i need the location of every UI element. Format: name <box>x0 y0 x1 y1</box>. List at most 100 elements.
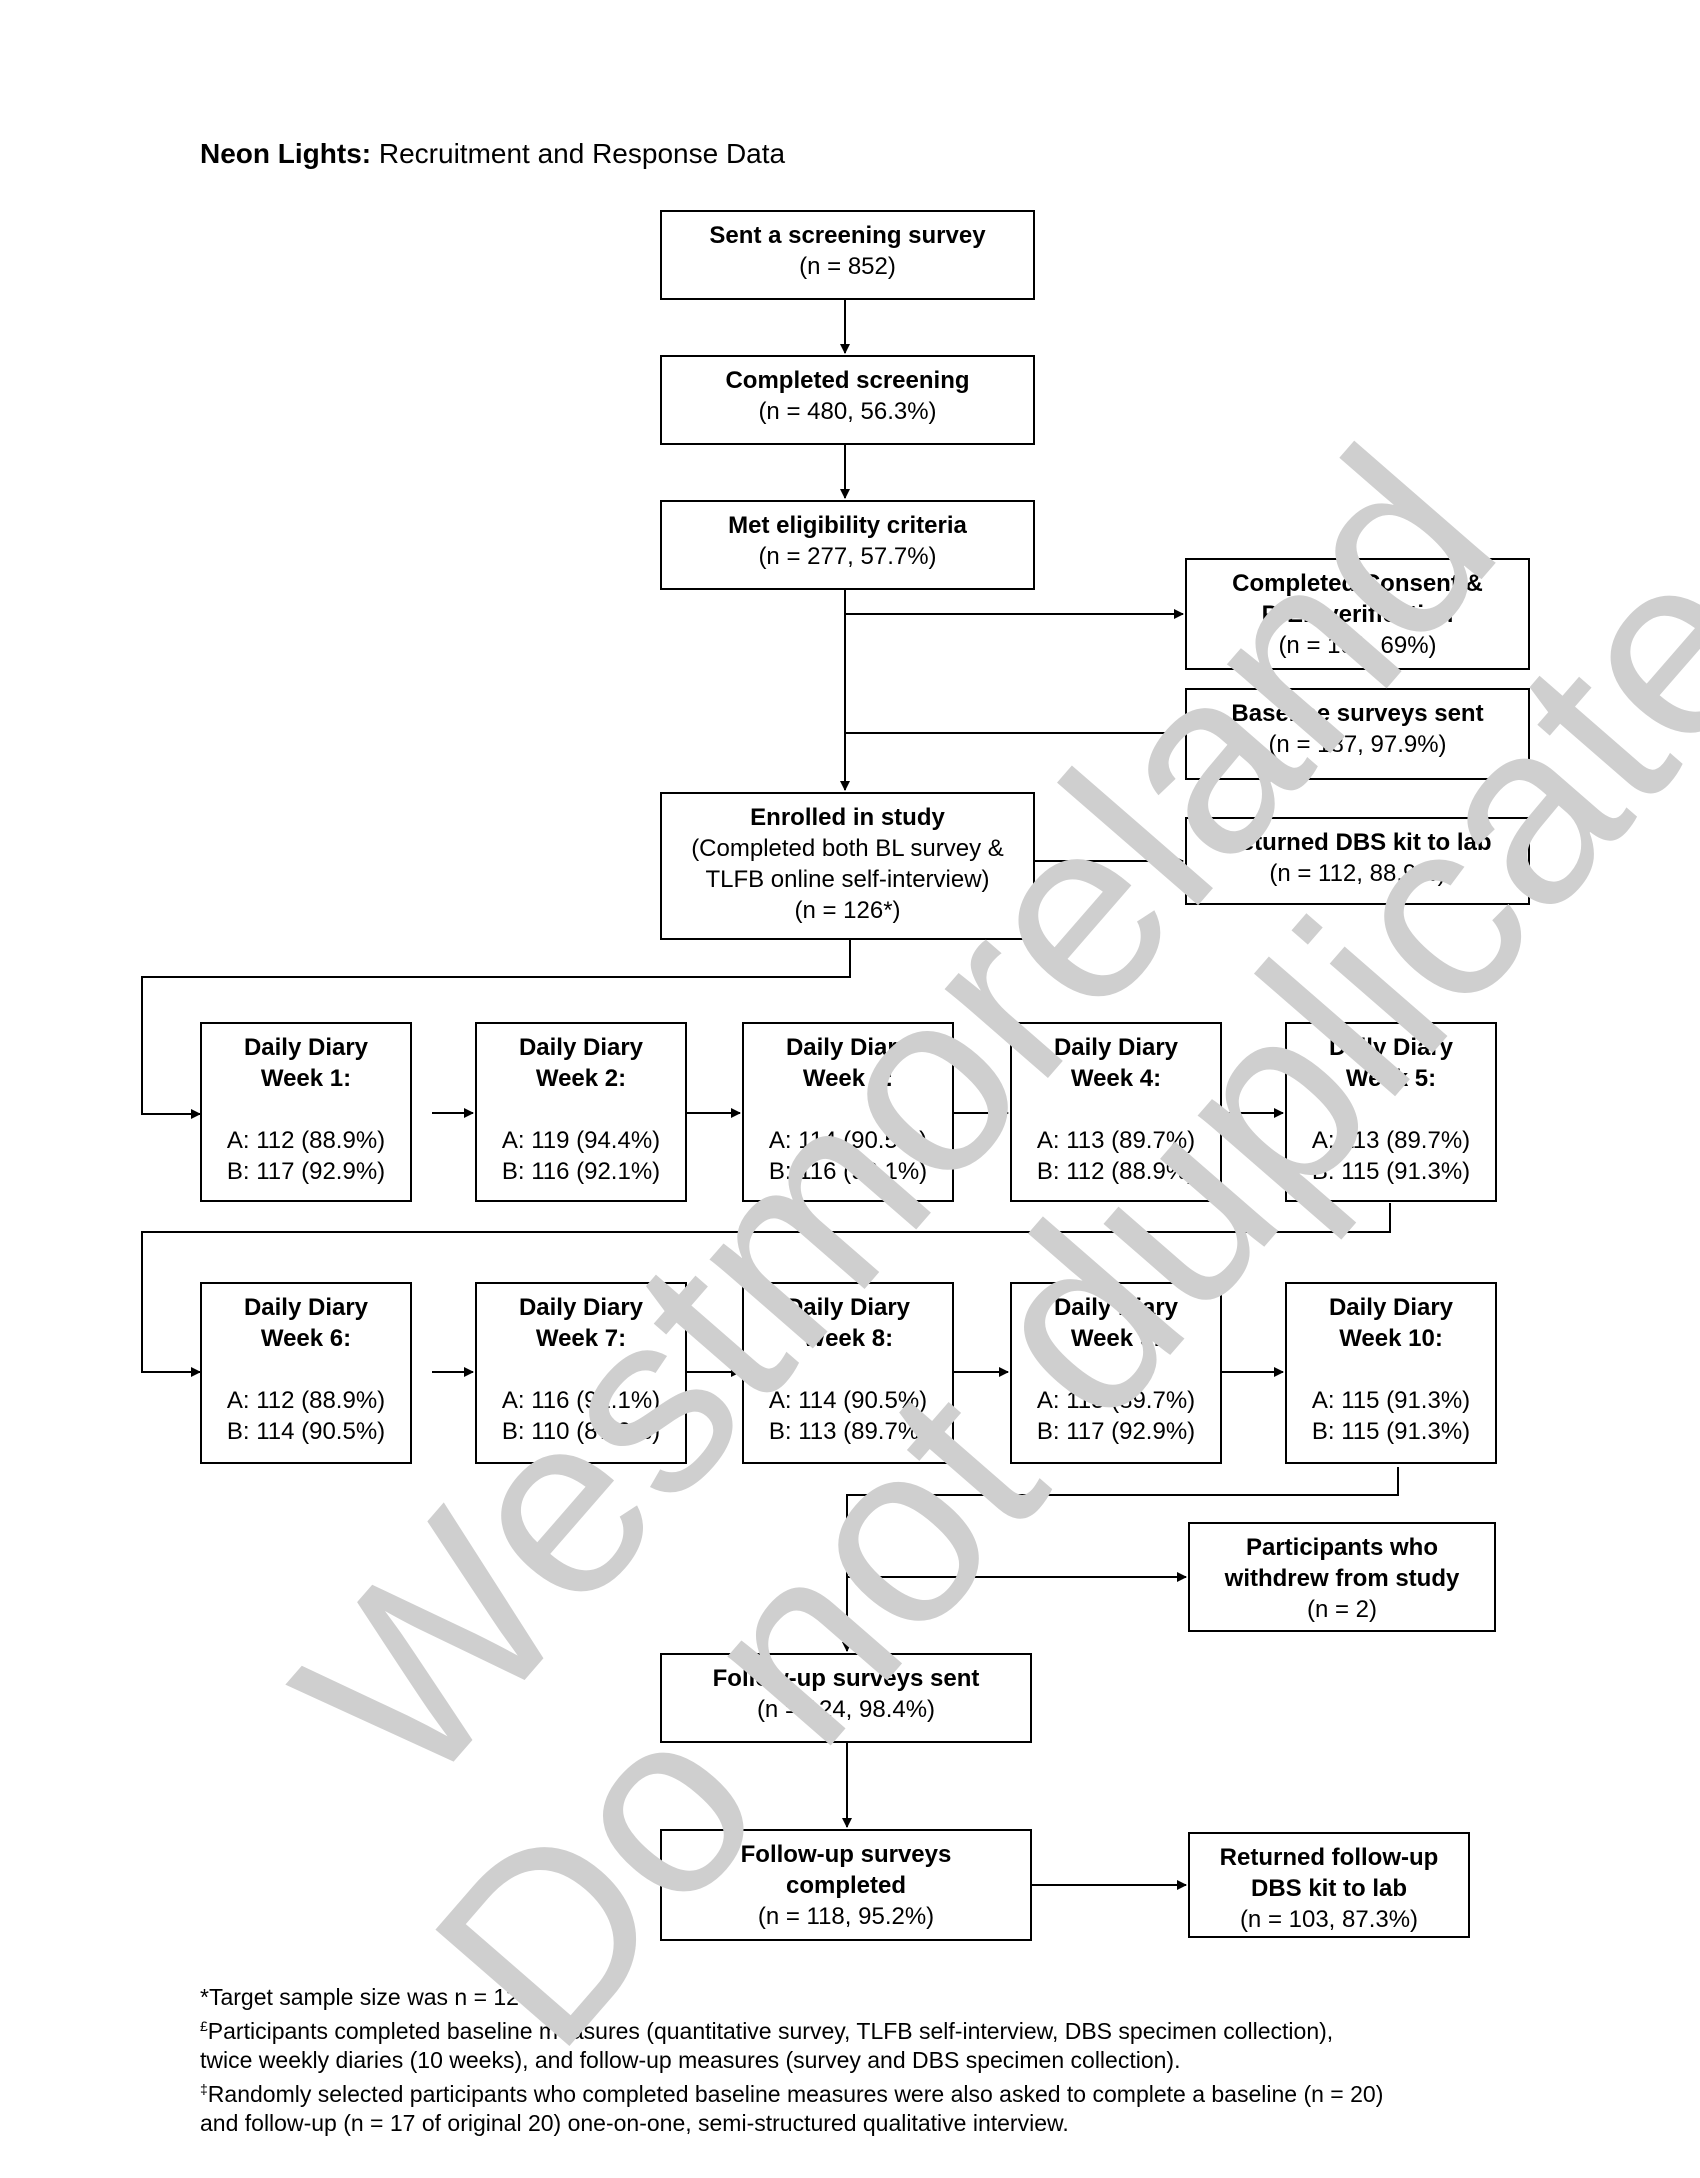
diary-week-5-label: Daily Diary <box>1328 1034 1454 1061</box>
enrolled-line3: TLFB online self-interview) <box>705 866 990 893</box>
eligibility-box: Met eligibility criteria (n = 277, 57.7%… <box>660 500 1035 590</box>
diary-week-5-b: B: 115 (91.3%) <box>1311 1158 1471 1185</box>
screening-sent-box: Sent a screening survey (n = 852) <box>660 210 1035 300</box>
enrolled-count: (n = 126*) <box>794 897 901 924</box>
diary-week-6-a: A: 112 (88.9%) <box>226 1387 386 1414</box>
diary-week-4-b: B: 112 (88.9%) <box>1036 1158 1196 1185</box>
diary-week-10-label: Daily Diary <box>1328 1294 1454 1321</box>
footnote-participants-line1: £Participants completed baseline measure… <box>200 2012 1600 2046</box>
footnote-participants-text1: Participants completed baseline measures… <box>207 2018 1334 2044</box>
followup-dbs-title-line2: DBS kit to lab <box>1250 1875 1407 1902</box>
diary-week-7-a: A: 116 (92.1%) <box>501 1387 661 1414</box>
diary-week-10-a: A: 115 (91.3%) <box>1311 1387 1471 1414</box>
eligibility-title: Met eligibility criteria <box>728 512 967 539</box>
diary-week-6-box: Daily Diary Week 6: A: 112 (88.9%) B: 11… <box>200 1282 412 1464</box>
consent-box: Completed Consent & PrEP verification (n… <box>1185 558 1530 670</box>
followup-completed-box: Follow-up surveys completed (n = 118, 95… <box>660 1829 1032 1941</box>
diary-week-9-a: A: 113 (89.7%) <box>1036 1387 1196 1414</box>
withdrew-box: Participants who withdrew from study (n … <box>1188 1522 1496 1632</box>
diary-week-1-week: Week 1: <box>260 1065 352 1092</box>
footnote-target-sample: *Target sample size was n = 125. <box>200 1984 539 2010</box>
diary-week-6-week: Week 6: <box>260 1325 352 1352</box>
enrolled-title: Enrolled in study <box>750 804 945 831</box>
page-title-rest: Recruitment and Response Data <box>378 138 786 169</box>
enrolled-line2: (Completed both BL survey & <box>691 835 1004 862</box>
diary-week-2-box: Daily Diary Week 2: A: 119 (94.4%) B: 11… <box>475 1022 687 1202</box>
dbs-returned-title: Returned DBS kit to lab <box>1223 829 1492 856</box>
followup-dbs-box: Returned follow-up DBS kit to lab (n = 1… <box>1188 1832 1470 1938</box>
diary-week-8-a: A: 114 (90.5%) <box>768 1387 928 1414</box>
footnote-pound-mark: £ <box>200 2018 208 2034</box>
diary-week-3-box: Daily Diary Week 3: A: 114 (90.5%) B: 11… <box>742 1022 954 1202</box>
diary-week-2-a: A: 119 (94.4%) <box>501 1127 661 1154</box>
diary-week-3-a: A: 114 (90.5%) <box>768 1127 928 1154</box>
diary-week-8-box: Daily Diary Week 8: A: 114 (90.5%) B: 11… <box>742 1282 954 1464</box>
diary-week-4-label: Daily Diary <box>1053 1034 1179 1061</box>
diary-week-4-a: A: 113 (89.7%) <box>1036 1127 1196 1154</box>
eligibility-count: (n = 277, 57.7%) <box>758 543 937 570</box>
diary-week-9-b: B: 117 (92.9%) <box>1036 1418 1196 1445</box>
diary-week-7-b: B: 110 (87.3%) <box>501 1418 661 1445</box>
followup-completed-title-line1: Follow-up surveys <box>740 1841 952 1868</box>
withdrew-title-line1: Participants who <box>1245 1534 1439 1561</box>
diary-week-10-b: B: 115 (91.3%) <box>1311 1418 1471 1445</box>
followup-sent-title: Follow-up surveys sent <box>712 1665 980 1692</box>
diary-week-3-label: Daily Diary <box>785 1034 911 1061</box>
footnote-double-dagger-mark: ‡ <box>200 2081 208 2097</box>
diary-week-6-b: B: 114 (90.5%) <box>226 1418 386 1445</box>
consent-title-line1: Completed Consent & <box>1232 570 1483 597</box>
diary-week-3-b: B: 116 (92.1%) <box>768 1158 928 1185</box>
withdrew-title-line2: withdrew from study <box>1224 1565 1460 1592</box>
diary-week-9-week: Week 9: <box>1070 1325 1162 1352</box>
baseline-sent-count: (n = 187, 97.9%) <box>1268 731 1447 758</box>
diary-week-8-b: B: 113 (89.7%) <box>768 1418 928 1445</box>
diary-week-4-box: Daily Diary Week 4: A: 113 (89.7%) B: 11… <box>1010 1022 1222 1202</box>
page-title: Neon Lights: Recruitment and Response Da… <box>200 138 785 170</box>
baseline-sent-box: Baseline surveys sent (n = 187, 97.9%) <box>1185 688 1530 780</box>
diary-week-8-week: Week 8: <box>802 1325 894 1352</box>
footnote-interview-line2: and follow-up (n = 17 of original 20) on… <box>200 2110 1069 2136</box>
diary-week-1-a: A: 112 (88.9%) <box>226 1127 386 1154</box>
diary-week-4-week: Week 4: <box>1070 1065 1162 1092</box>
footnote-interview-line1: ‡Randomly selected participants who comp… <box>200 2075 1600 2109</box>
dbs-returned-box: Returned DBS kit to lab (n = 112, 88.9%) <box>1185 817 1530 905</box>
enrolled-box: Enrolled in study (Completed both BL sur… <box>660 792 1035 940</box>
diary-week-1-b: B: 117 (92.9%) <box>226 1158 386 1185</box>
diary-week-2-week: Week 2: <box>535 1065 627 1092</box>
followup-dbs-title-line1: Returned follow-up <box>1219 1844 1439 1871</box>
footnote-participants-line2: twice weekly diaries (10 weeks), and fol… <box>200 2047 1181 2073</box>
followup-sent-count: (n = 124, 98.4%) <box>756 1696 936 1723</box>
diary-week-10-box: Daily Diary Week 10: A: 115 (91.3%) B: 1… <box>1285 1282 1497 1464</box>
page-title-bold: Neon Lights: <box>200 138 372 169</box>
diary-week-3-week: Week 3: <box>802 1065 894 1092</box>
diary-week-2-label: Daily Diary <box>518 1034 644 1061</box>
screening-completed-box: Completed screening (n = 480, 56.3%) <box>660 355 1035 445</box>
consent-title-line2: PrEP verification <box>1261 601 1454 628</box>
footnote-interview-text1: Randomly selected participants who compl… <box>207 2081 1384 2107</box>
dbs-returned-count: (n = 112, 88.9%) <box>1269 860 1446 887</box>
diary-week-1-label: Daily Diary <box>243 1034 369 1061</box>
diary-week-6-label: Daily Diary <box>243 1294 369 1321</box>
screening-completed-count: (n = 480, 56.3%) <box>758 398 937 425</box>
consent-count: (n = 191, 69%) <box>1278 632 1437 659</box>
diary-week-8-label: Daily Diary <box>785 1294 911 1321</box>
followup-dbs-count: (n = 103, 87.3%) <box>1239 1906 1419 1933</box>
withdrew-count: (n = 2) <box>1306 1596 1378 1623</box>
baseline-sent-title: Baseline surveys sent <box>1231 700 1484 727</box>
diary-week-7-box: Daily Diary Week 7: A: 116 (92.1%) B: 11… <box>475 1282 687 1464</box>
diary-week-1-box: Daily Diary Week 1: A: 112 (88.9%) B: 11… <box>200 1022 412 1202</box>
screening-completed-title: Completed screening <box>725 367 970 394</box>
footnotes: *Target sample size was n = 125. £Partic… <box>200 1983 1600 2138</box>
diary-week-10-week: Week 10: <box>1339 1325 1443 1352</box>
followup-completed-count: (n = 118, 95.2%) <box>757 1903 935 1930</box>
diary-week-7-week: Week 7: <box>535 1325 627 1352</box>
screening-sent-count: (n = 852) <box>799 253 896 280</box>
diary-week-2-b: B: 116 (92.1%) <box>501 1158 661 1185</box>
diary-week-7-label: Daily Diary <box>518 1294 644 1321</box>
diary-week-5-a: A: 113 (89.7%) <box>1311 1127 1471 1154</box>
followup-completed-title-line2: completed <box>785 1872 907 1899</box>
diary-week-9-label: Daily Diary <box>1053 1294 1179 1321</box>
diary-week-9-box: Daily Diary Week 9: A: 113 (89.7%) B: 11… <box>1010 1282 1222 1464</box>
diary-week-5-box: Daily Diary Week 5: A: 113 (89.7%) B: 11… <box>1285 1022 1497 1202</box>
screening-sent-title: Sent a screening survey <box>709 222 986 249</box>
